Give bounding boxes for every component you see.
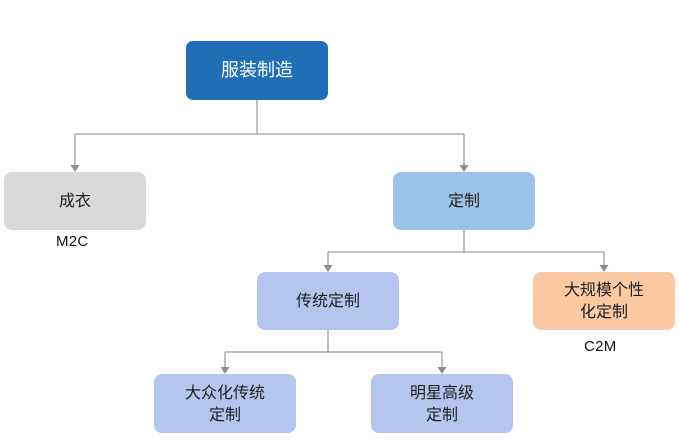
arrowhead-dazhong xyxy=(220,367,230,374)
tag-m2c: M2C xyxy=(56,233,89,250)
arrowhead-chuantong xyxy=(323,265,333,272)
node-celebrity-haute-custom: 明星高级 定制 xyxy=(371,374,513,433)
node-label: 大规模个性 化定制 xyxy=(563,280,644,321)
arrowhead-mingxing xyxy=(437,367,447,374)
node-garment-manufacturing: 服装制造 xyxy=(186,41,328,100)
arrowhead-daguimo xyxy=(599,265,609,272)
node-custom: 定制 xyxy=(393,172,535,230)
node-mass-personalized-custom: 大规模个性 化定制 xyxy=(533,272,675,330)
node-label: 明星高级 定制 xyxy=(409,382,474,424)
arrowhead-dingzhi xyxy=(459,165,469,172)
node-label: 服装制造 xyxy=(221,59,293,81)
node-traditional-custom: 传统定制 xyxy=(257,272,399,330)
node-label: 大众化传统 定制 xyxy=(184,382,265,424)
node-label: 成衣 xyxy=(58,191,91,210)
arrowhead-chengyi xyxy=(70,165,80,172)
node-mass-traditional-custom: 大众化传统 定制 xyxy=(154,374,296,433)
tag-c2m: C2M xyxy=(584,338,617,355)
node-ready-to-wear: 成衣 xyxy=(4,172,146,230)
node-label: 定制 xyxy=(447,191,480,210)
node-label: 传统定制 xyxy=(295,291,360,310)
